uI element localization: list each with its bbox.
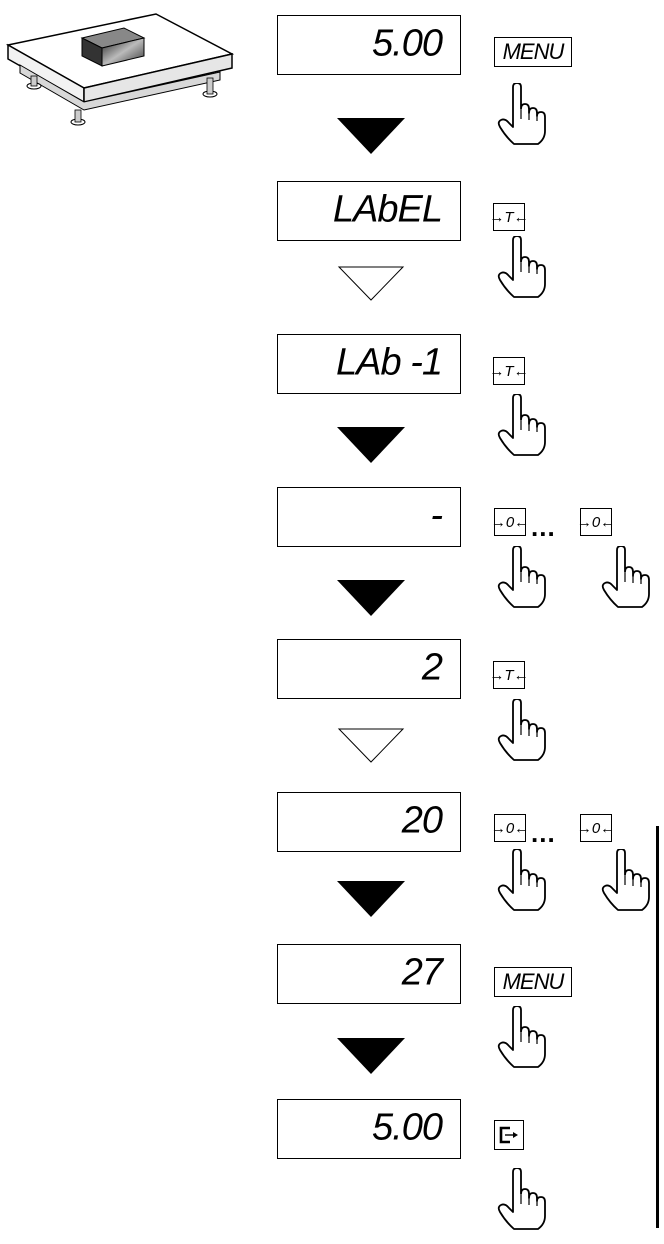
display-value: 2 (421, 646, 443, 689)
menu-key[interactable]: MENU (494, 967, 572, 997)
pressing-hand-icon (497, 83, 546, 145)
display-step-7: 27 (277, 944, 461, 1004)
zero-key[interactable]: →0← (491, 814, 529, 842)
tare-key[interactable]: →T← (489, 661, 529, 689)
zero-key[interactable]: →0← (577, 508, 615, 536)
filled-down-arrow (337, 1038, 405, 1074)
zero-key[interactable]: →0← (577, 814, 615, 842)
repeat-ellipsis: ... (531, 818, 556, 848)
tare-key[interactable]: →T← (489, 203, 529, 231)
display-value: LAbEL (332, 188, 443, 231)
display-value: 20 (401, 799, 443, 842)
filled-down-arrow (337, 427, 405, 463)
pressing-hand-icon (497, 849, 546, 911)
pressing-hand-icon (497, 546, 546, 608)
margin-bar (656, 826, 659, 1228)
display-step-2: LAbEL (277, 181, 461, 241)
display-step-6: 20 (277, 792, 461, 852)
pressing-hand-icon (497, 1168, 546, 1230)
display-step-1: 5.00 (277, 15, 461, 75)
filled-down-arrow (337, 881, 405, 917)
platform-scale-illustration (5, 13, 235, 126)
exit-key[interactable] (494, 1120, 524, 1150)
display-step-3: LAb -1 (277, 334, 461, 394)
filled-down-arrow (337, 118, 405, 154)
display-value: 5.00 (372, 22, 443, 65)
outline-down-arrow (337, 728, 405, 763)
pressing-hand-icon (601, 849, 650, 911)
pressing-hand-icon (497, 699, 546, 761)
menu-key[interactable]: MENU (494, 37, 572, 67)
display-step-8: 5.00 (277, 1099, 461, 1159)
tare-key[interactable]: →T← (489, 357, 529, 385)
outline-down-arrow (337, 266, 405, 301)
filled-down-arrow (337, 580, 405, 616)
pressing-hand-icon (601, 546, 650, 608)
display-value: LAb -1 (336, 341, 443, 384)
display-value: - (430, 494, 443, 537)
display-value: 5.00 (372, 1106, 443, 1149)
display-value: 27 (401, 951, 443, 994)
pressing-hand-icon (497, 236, 546, 298)
zero-key[interactable]: →0← (491, 508, 529, 536)
pressing-hand-icon (497, 394, 546, 456)
pressing-hand-icon (497, 1006, 546, 1068)
display-step-5: 2 (277, 639, 461, 699)
exit-icon (499, 1126, 518, 1144)
repeat-ellipsis: ... (531, 512, 556, 542)
display-step-4: - (277, 487, 461, 547)
